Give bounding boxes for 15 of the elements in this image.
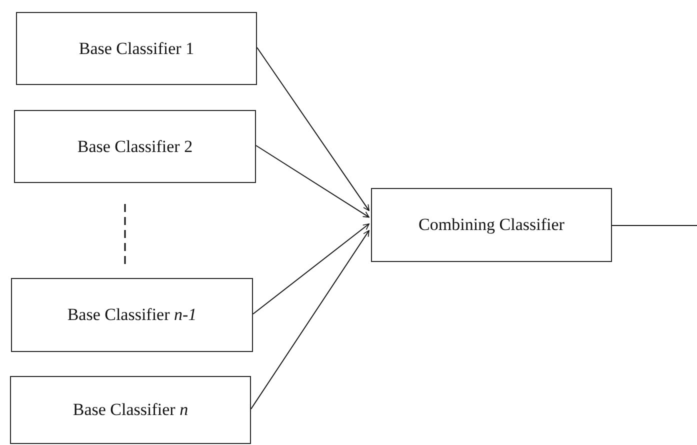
classifier-box [11,278,253,352]
classifier-box [16,12,257,85]
arrow [256,47,370,212]
box-label: Combining Classifier [418,215,564,235]
arrow [256,145,370,218]
arrow [250,230,370,410]
box-label: Base Classifier 2 [77,136,193,156]
classifier-box [371,188,612,262]
box-label: Base Classifier n [72,400,188,420]
box-label: Base Classifier n-1 [67,305,197,325]
classifier-box [10,376,251,444]
output-line [612,225,697,226]
classifier-box [14,110,256,183]
box-label: Base Classifier 1 [78,38,194,58]
arrow [252,223,370,314]
